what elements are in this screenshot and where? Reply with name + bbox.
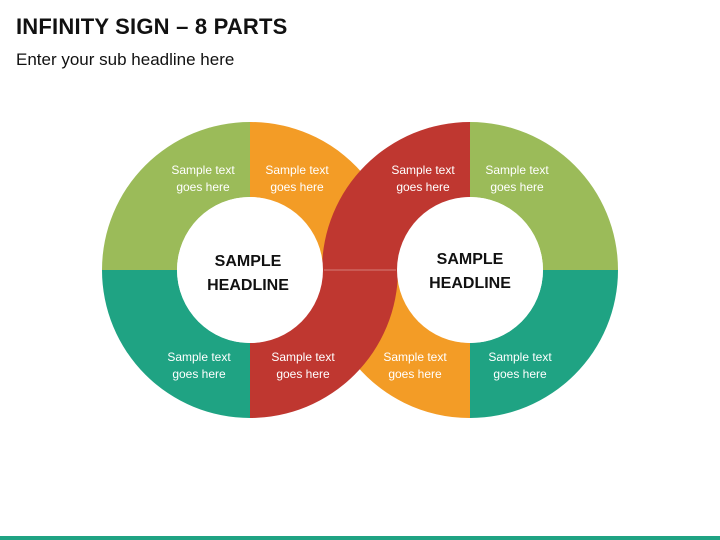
left-headline-line1: SAMPLE bbox=[215, 253, 282, 270]
segment-left-bottom-left bbox=[102, 270, 250, 418]
left-top-right-text-2: goes here bbox=[270, 180, 324, 194]
segment-left-bottom-right bbox=[250, 270, 398, 418]
left-top-left-text-1: Sample text bbox=[171, 163, 235, 177]
segment-right-top-right bbox=[470, 122, 618, 270]
segment-right-bottom-right bbox=[470, 270, 618, 418]
right-center-circle bbox=[397, 197, 543, 343]
right-top-right-text-2: goes here bbox=[490, 180, 544, 194]
right-top-left-text-2: goes here bbox=[396, 180, 450, 194]
left-bottom-left-text-2: goes here bbox=[172, 367, 226, 381]
right-headline-line1: SAMPLE bbox=[437, 251, 504, 268]
right-top-right-text-1: Sample text bbox=[485, 163, 549, 177]
right-bottom-right-text-2: goes here bbox=[493, 367, 547, 381]
page-title: INFINITY SIGN – 8 PARTS bbox=[16, 14, 288, 39]
left-bottom-right-text-2: goes here bbox=[276, 367, 330, 381]
right-top-left-text-1: Sample text bbox=[391, 163, 455, 177]
bottom-accent-bar bbox=[0, 536, 720, 540]
left-top-left-text-2: goes here bbox=[176, 180, 230, 194]
left-headline-line2: HEADLINE bbox=[207, 277, 289, 294]
right-bottom-left-text-1: Sample text bbox=[383, 350, 447, 364]
left-bottom-right-text-1: Sample text bbox=[271, 350, 335, 364]
left-center-circle bbox=[177, 197, 323, 343]
segment-right-top-left bbox=[322, 122, 470, 270]
left-top-right-text-1: Sample text bbox=[265, 163, 329, 177]
right-headline-line2: HEADLINE bbox=[429, 275, 511, 292]
right-bottom-left-text-2: goes here bbox=[388, 367, 442, 381]
left-bottom-left-text-1: Sample text bbox=[167, 350, 231, 364]
right-bottom-right-text-1: Sample text bbox=[488, 350, 552, 364]
segment-left-top-left bbox=[102, 122, 250, 270]
page-subtitle: Enter your sub headline here bbox=[16, 50, 235, 69]
